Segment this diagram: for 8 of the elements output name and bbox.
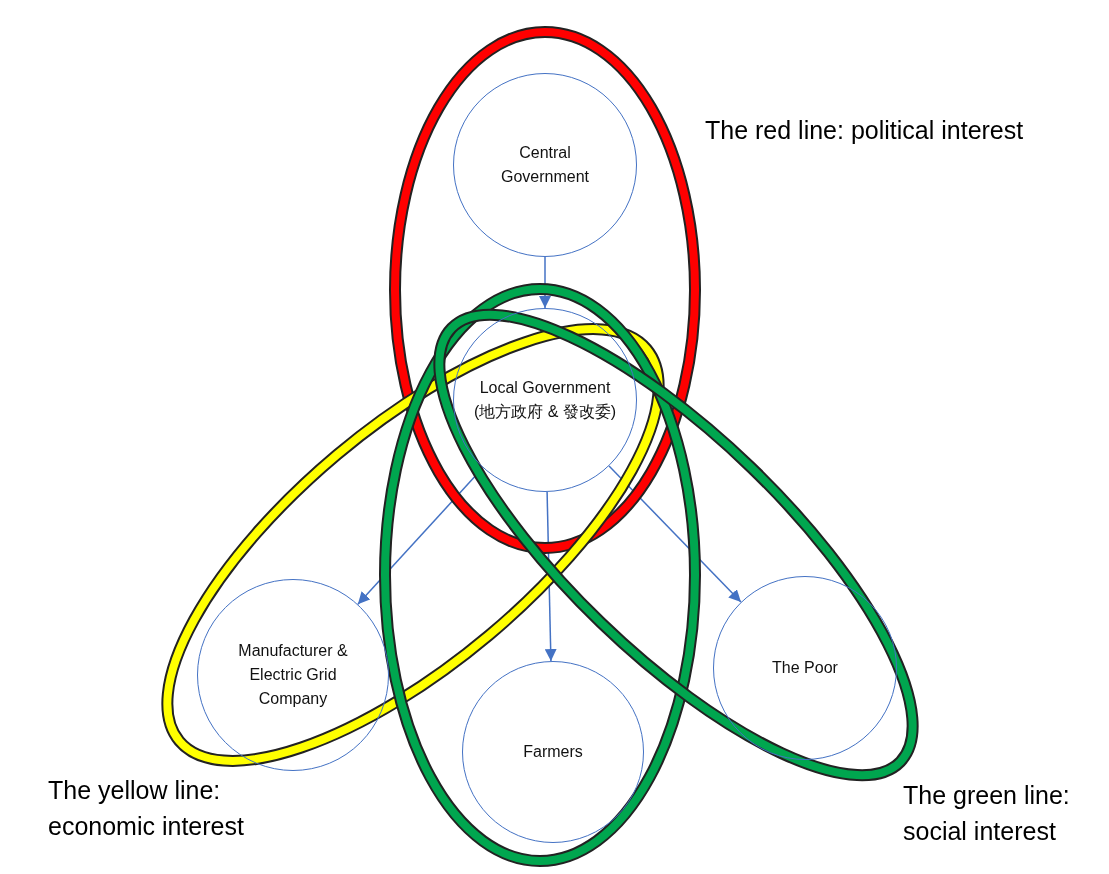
annotation-text: The green line: social interest xyxy=(903,780,1071,847)
node-label: Manufacturer & Electric Grid Company xyxy=(237,641,349,709)
node-label: Farmers xyxy=(523,742,583,762)
annotation-text: The yellow line: economic interest xyxy=(48,775,245,842)
node-label: Central Government xyxy=(499,143,590,187)
node-label: The Poor xyxy=(772,658,838,678)
annotation-text: The red line: political interest xyxy=(705,115,1025,146)
node-label: Local Government (地方政府 & 發改委) xyxy=(472,378,618,422)
